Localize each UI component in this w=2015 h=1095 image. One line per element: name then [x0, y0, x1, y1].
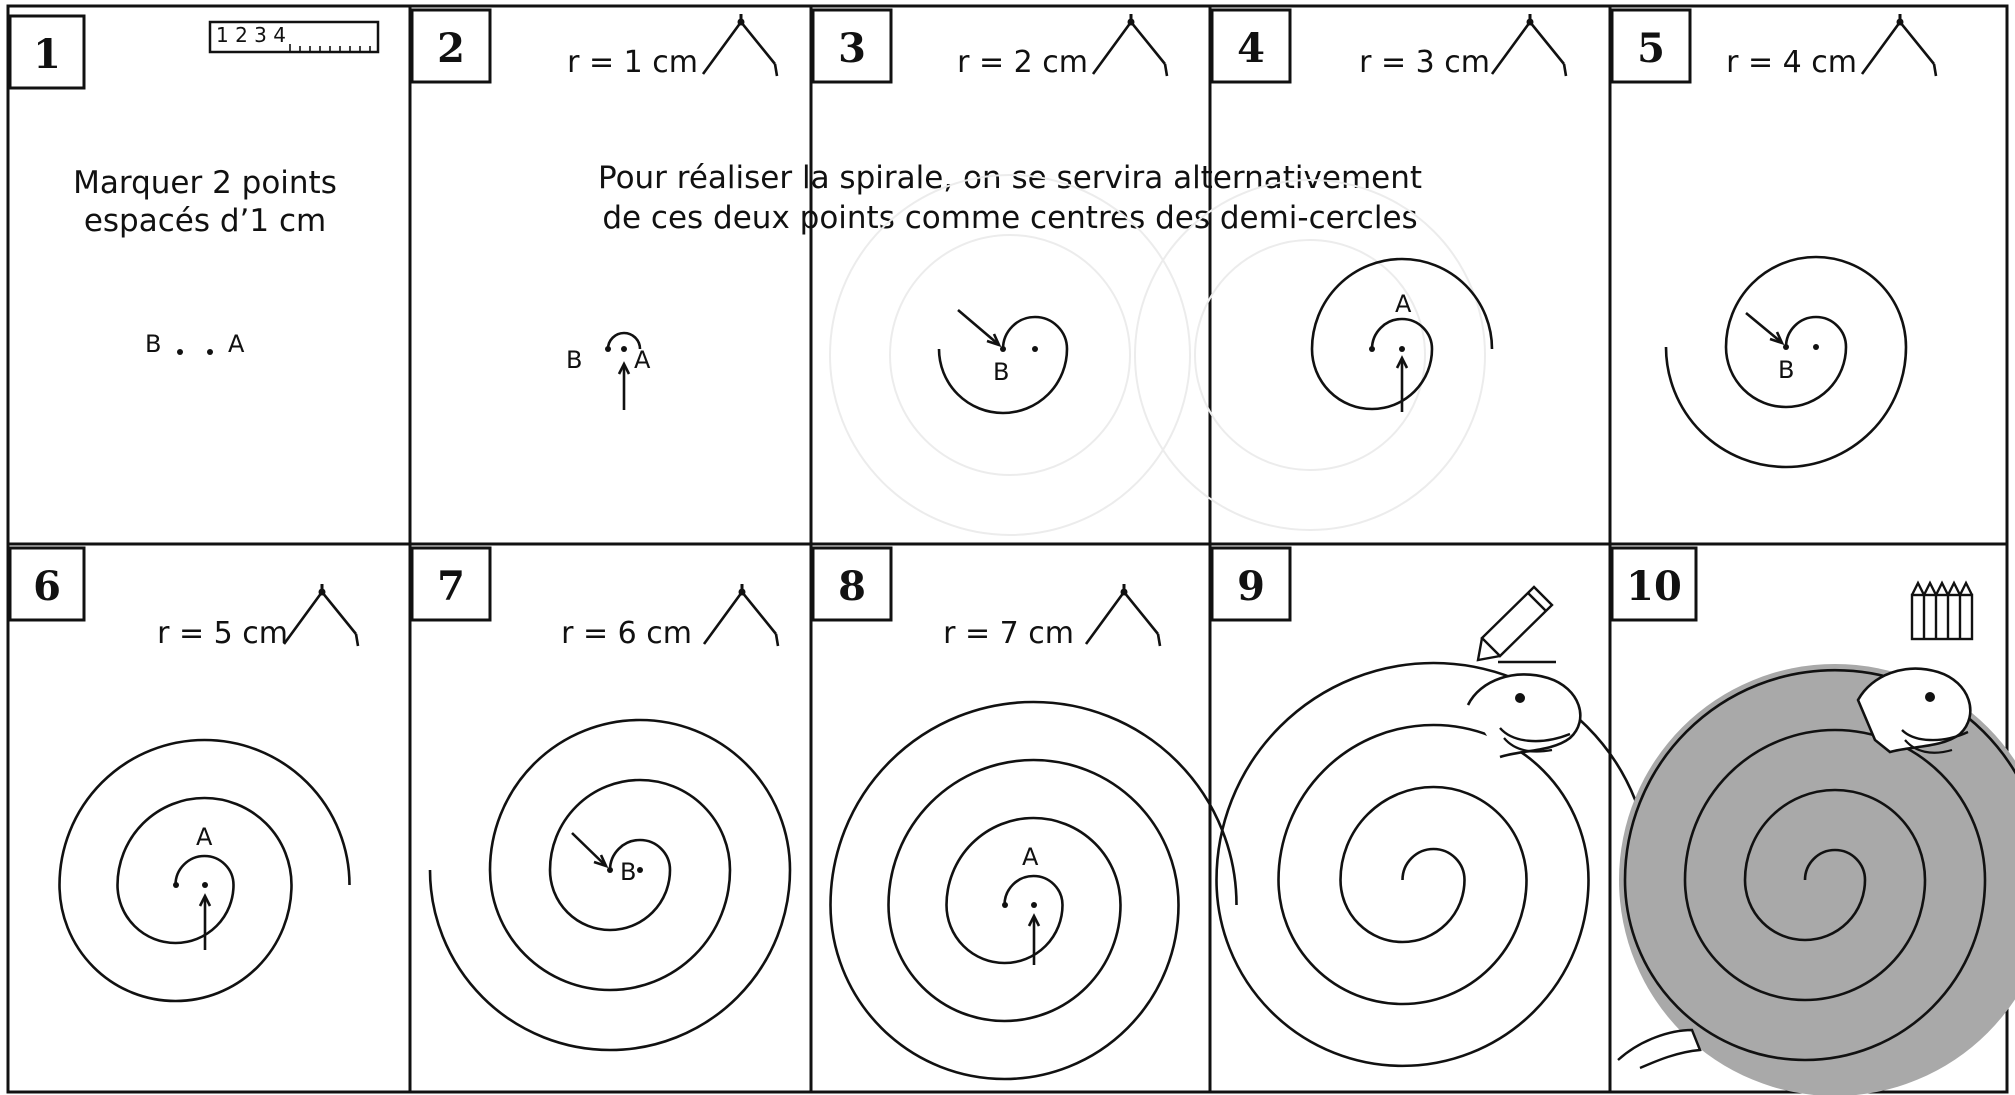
- step1-instruction-line2: espacés d’1 cm: [84, 203, 326, 239]
- radius-label-4: r = 3 cm: [1359, 45, 1490, 80]
- compass-icon: [1084, 584, 1162, 647]
- spirals: [58, 255, 2015, 1095]
- radius-label-3: r = 2 cm: [957, 45, 1088, 80]
- radius-label-5: r = 4 cm: [1726, 45, 1857, 80]
- pencil-icon: [1476, 585, 1556, 664]
- spiral-step-6: [58, 738, 351, 1003]
- snake-head-10: [1617, 667, 1972, 1070]
- spiral-step-10: [1623, 668, 2015, 1062]
- compass-icons: [282, 14, 1938, 647]
- spiral-step-8: [829, 700, 1238, 1081]
- compass-icon: [702, 584, 780, 647]
- radius-label-2: r = 1 cm: [567, 45, 698, 80]
- step-number-5: 5: [1637, 25, 1665, 72]
- ruler-label: 1 2 3 4: [216, 23, 286, 47]
- step1-instruction-line1: Marquer 2 points: [73, 165, 337, 201]
- point-a-label-8: A: [1022, 843, 1039, 871]
- shared-instruction-line1: Pour réaliser la spirale, on se servira …: [598, 160, 1422, 196]
- spiral-step-7: [428, 718, 792, 1052]
- step-number-10: 10: [1626, 563, 1682, 610]
- compass-icon: [282, 584, 360, 647]
- shared-instruction-line2: de ces deux points comme centres des dem…: [602, 200, 1417, 236]
- step-number-7: 7: [437, 563, 465, 610]
- step-number-2: 2: [437, 25, 465, 72]
- step-number-8: 8: [838, 563, 866, 610]
- faint-guide-circles: [829, 174, 1486, 536]
- point-b-label-2: B: [566, 346, 582, 374]
- snake-head-9: [1466, 673, 1582, 759]
- spiral-step-9: [1215, 661, 1652, 1068]
- step-number-box-8: [811, 546, 893, 622]
- panel-grid: [6, 4, 2009, 1094]
- compass-icon: [1091, 14, 1169, 77]
- point-a-label-1: A: [228, 330, 245, 358]
- compass-icon: [701, 14, 779, 77]
- spiral-step-5: [1664, 255, 1908, 469]
- spiral-step-4: [1310, 257, 1494, 411]
- radius-label-6: r = 5 cm: [157, 616, 288, 651]
- step-number-box-10: [1610, 546, 1698, 622]
- spiral-step-3: [937, 315, 1069, 415]
- step-number-6: 6: [33, 563, 61, 610]
- snake-body-fill: [1619, 664, 2015, 1095]
- step-number-box-7: [410, 546, 492, 622]
- step-number-3: 3: [838, 25, 866, 72]
- step1-points: B A: [145, 330, 245, 358]
- ruler-icon: 1 2 3 4: [208, 20, 380, 54]
- point-b-label-1: B: [145, 330, 161, 358]
- step-number-4: 4: [1237, 25, 1265, 72]
- point-b-label-7: B: [620, 858, 636, 886]
- step-number-box-1: [8, 14, 86, 90]
- step-numbers: 1 2 3 4 5 6 7 8 9 10: [8, 8, 1698, 622]
- point-a-label-2: A: [634, 346, 651, 374]
- step-number-1: 1: [33, 31, 61, 78]
- compass-icon: [1490, 14, 1568, 77]
- radius-label-8: r = 7 cm: [943, 616, 1074, 651]
- point-a-label-6: A: [196, 823, 213, 851]
- step-number-box-2: [410, 8, 492, 84]
- step-markers: B A B A B A B A: [173, 290, 1819, 965]
- step-number-box-3: [811, 8, 893, 84]
- step-number-box-4: [1210, 8, 1292, 84]
- step-number-9: 9: [1237, 563, 1265, 610]
- point-b-label-5: B: [1778, 356, 1794, 384]
- colored-pencils-icon: [1910, 580, 1974, 641]
- point-b-label-3: B: [993, 358, 1009, 386]
- radius-label-7: r = 6 cm: [561, 616, 692, 651]
- step-number-box-5: [1610, 8, 1692, 84]
- step-number-box-6: [8, 546, 86, 622]
- compass-icon: [1860, 14, 1938, 77]
- step-number-box-9: [1210, 546, 1292, 622]
- point-a-label-4: A: [1395, 290, 1412, 318]
- spiral-step-2: [606, 331, 642, 350]
